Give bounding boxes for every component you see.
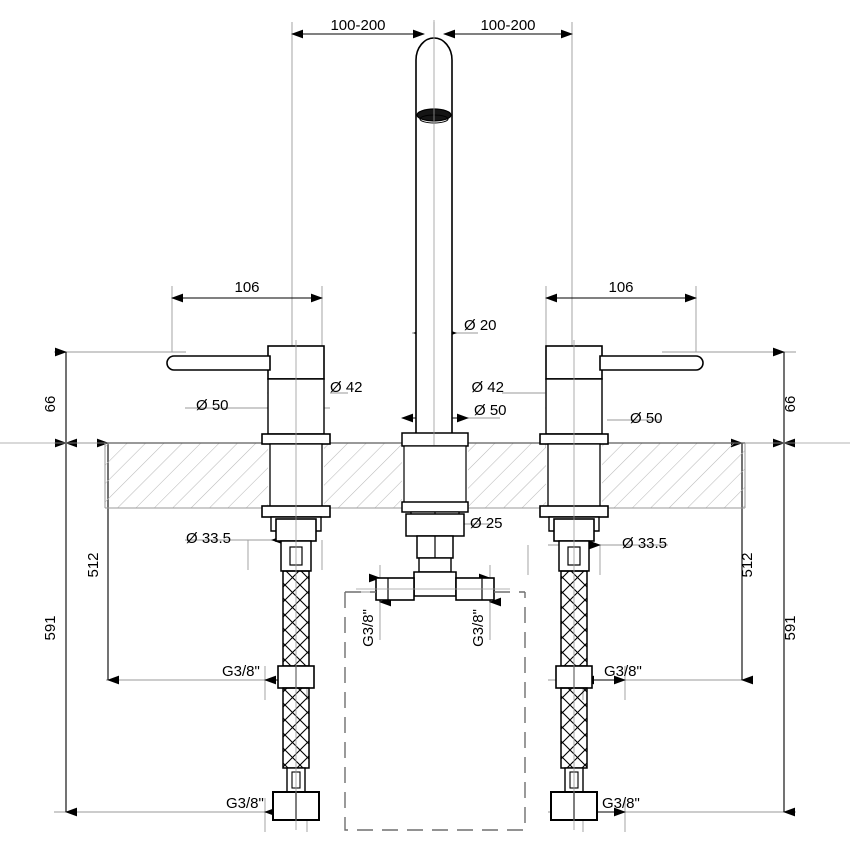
lever-right: [599, 355, 704, 371]
label-hose-left-mid: G3/8": [222, 663, 260, 680]
label-height-66-right: 66: [782, 396, 799, 413]
handle-right-assembly: [539, 340, 704, 830]
label-handle-right-cap-dia: Ø 42: [471, 379, 504, 396]
label-shank-right-dia: Ø 33.5: [622, 535, 667, 552]
tee-boundary-dashed-box: [344, 591, 526, 831]
label-total-591-left: 591: [42, 615, 59, 640]
spout-assembly: [356, 20, 510, 601]
label-total-591-right: 591: [782, 615, 799, 640]
label-handle-left-base-dia: Ø 50: [196, 397, 229, 414]
label-spout-base-dia: Ø 50: [474, 402, 507, 419]
label-handle-right-base-dia: Ø 50: [630, 410, 663, 427]
handle-left-assembly: [166, 340, 331, 830]
label-tee-left-thread: G3/8": [360, 609, 377, 647]
label-handle-left-cap-dia: Ø 42: [330, 379, 363, 396]
dimension-labels: 100-200 100-200 106 106 Ø 20 Ø 50 Ø 42 Ø…: [42, 17, 799, 812]
label-top-left-span: 100-200: [330, 17, 385, 34]
label-height-512-left: 512: [85, 552, 102, 577]
label-hose-left-end: G3/8": [226, 795, 264, 812]
label-spout-shank-dia: Ø 25: [470, 515, 503, 532]
label-hose-right-mid: G3/8": [604, 663, 642, 680]
label-height-66-left: 66: [42, 396, 59, 413]
label-hose-right-end: G3/8": [602, 795, 640, 812]
label-handle-left-width: 106: [234, 279, 259, 296]
label-handle-right-width: 106: [608, 279, 633, 296]
lever-left: [166, 355, 271, 371]
label-spout-tube-dia: Ø 20: [464, 317, 497, 334]
label-shank-left-dia: Ø 33.5: [186, 530, 231, 547]
label-top-right-span: 100-200: [480, 17, 535, 34]
label-height-512-right: 512: [739, 552, 756, 577]
label-tee-right-thread: G3/8": [470, 609, 487, 647]
